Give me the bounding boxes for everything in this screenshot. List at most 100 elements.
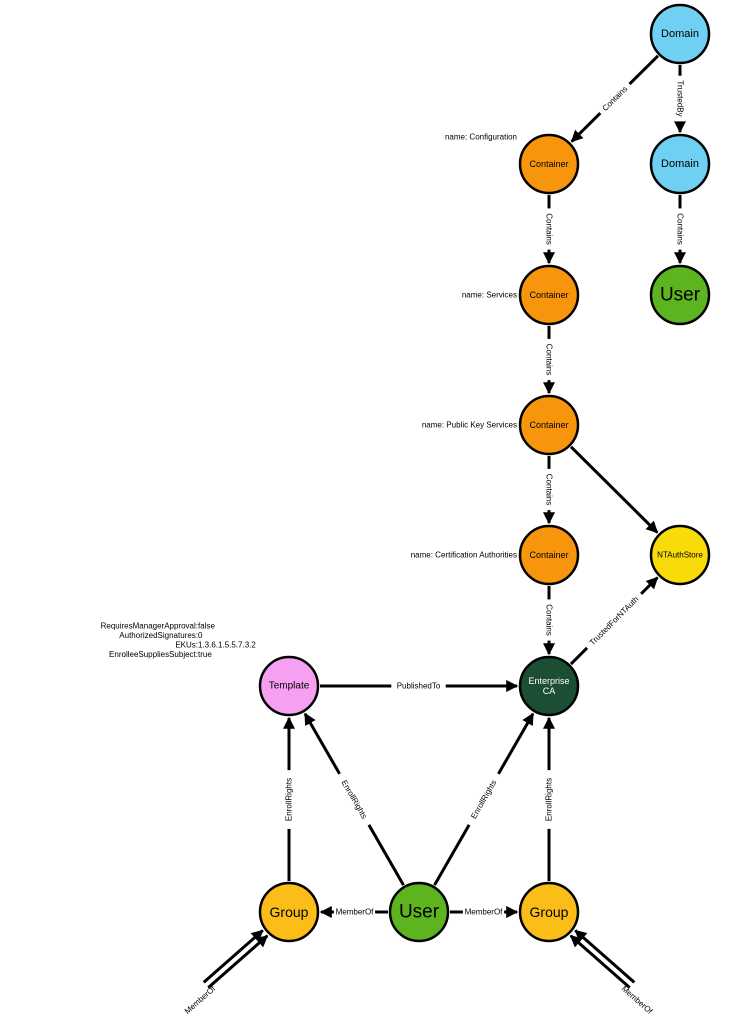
- template-property-value: false: [198, 622, 215, 631]
- edge-contains-5: Contains: [543, 456, 555, 525]
- template-property-key: AuthorizedSignatures:: [119, 631, 198, 640]
- edge-label-contains-background: [675, 208, 685, 250]
- node-user-foreign[interactable]: User: [649, 264, 711, 326]
- node-circle: [518, 881, 580, 943]
- node-group-right[interactable]: Group: [518, 881, 580, 943]
- template-property-value: true: [198, 650, 212, 659]
- edge-label-contains: Contains: [601, 84, 630, 113]
- edge-contains-3: Contains: [543, 195, 555, 265]
- node-label: Domain: [661, 158, 699, 170]
- template-property-key: EKUs:: [175, 641, 198, 650]
- node-group-left[interactable]: Group: [258, 881, 320, 943]
- edge-label-contains: Contains: [545, 474, 554, 506]
- edge-contains-4: Contains: [543, 326, 555, 395]
- node-ntauthstore[interactable]: NTAuthStore: [649, 524, 711, 586]
- edge-label-contains-background: [544, 338, 554, 381]
- node-label: Group: [270, 904, 309, 920]
- node-circle: [518, 394, 580, 456]
- edge-label-enrollrights: EnrollRights: [340, 778, 369, 820]
- node-label: Container: [529, 550, 568, 560]
- node-property-label: name: Public Key Services: [422, 421, 517, 430]
- properties-layer: name: Configuration name: Services name: P…: [101, 133, 517, 660]
- node-domain-root[interactable]: Domain: [649, 3, 711, 65]
- node-circle: [258, 881, 320, 943]
- node-circle: [518, 264, 580, 326]
- edge-enrollrights-10: EnrollRights: [283, 716, 295, 881]
- edge-label-memberof-background: [462, 907, 505, 917]
- edge-trustedby-1: TrustedBy: [674, 65, 686, 134]
- node-label: Container: [529, 290, 568, 300]
- node-container-configuration[interactable]: Container: [518, 133, 580, 195]
- node-circle: [258, 655, 320, 717]
- edge-enrollrights-11: EnrollRights: [303, 712, 405, 886]
- node-circle: [388, 881, 450, 943]
- edge-memberof-14: MemberOf: [319, 906, 388, 918]
- external-edge-memberof-1: MemberOf: [569, 929, 655, 1016]
- template-property-value: 1.3.6.1.5.5.7.3.2: [198, 641, 256, 650]
- edge-label-contains: Contains: [676, 213, 685, 245]
- node-circle: [518, 655, 580, 717]
- node-domain-trusted[interactable]: Domain: [649, 133, 711, 195]
- node-circle: [518, 133, 580, 195]
- node-label: Domain: [661, 28, 699, 40]
- node-container-ca[interactable]: Container: [518, 524, 580, 586]
- edge-label-contains: Contains: [545, 604, 554, 636]
- node-label: Enterprise: [528, 676, 569, 686]
- node-property-label: name: Certification Authorities: [411, 551, 517, 560]
- external-edge-label-memberof: MemberOf: [183, 984, 218, 1016]
- node-label: User: [399, 902, 440, 923]
- external-edge-line: [569, 934, 631, 989]
- edge-trustedforntauth-8: TrustedForNTAuth: [569, 576, 659, 666]
- nodes-layer: DomainDomainUserContainerContainerContai…: [258, 3, 711, 943]
- edge-label-contains: Contains: [545, 344, 554, 376]
- node-circle: [518, 524, 580, 586]
- node-label: NTAuthStore: [657, 551, 703, 560]
- external-edge-memberof-0: MemberOf: [183, 929, 269, 1016]
- edge-contains-0: Contains: [570, 54, 660, 143]
- node-label: Template: [269, 681, 310, 692]
- edge-label-contains-background: [544, 468, 554, 511]
- edge-link-6: [569, 445, 659, 534]
- edge-enrollrights-12: EnrollRights: [433, 712, 535, 886]
- edge-label-contains-background: [544, 208, 554, 250]
- edge-label-publishedto-background: [391, 681, 446, 691]
- edge-label-enrollrights-background: [335, 771, 374, 828]
- edge-label-enrollrights: EnrollRights: [545, 778, 554, 821]
- template-property-key: RequiresManagerApproval:: [101, 622, 198, 631]
- edge-publishedto-9: PublishedTo: [320, 680, 519, 692]
- edge-label-trustedforntauth: TrustedForNTAuth: [588, 595, 641, 648]
- edge-label-publishedto: PublishedTo: [397, 682, 441, 691]
- edge-memberof-15: MemberOf: [450, 906, 519, 918]
- node-container-pks[interactable]: Container: [518, 394, 580, 456]
- edge-label-enrollrights: EnrollRights: [469, 778, 498, 820]
- edge-label-enrollrights-background: [284, 770, 294, 829]
- external-edge-line: [207, 934, 269, 989]
- node-circle: [649, 133, 711, 195]
- edge-label-contains-background: [596, 80, 634, 117]
- node-property-label: name: Services: [462, 291, 517, 300]
- node-container-services[interactable]: Container: [518, 264, 580, 326]
- edge-label-enrollrights-background: [544, 770, 554, 829]
- edge-label-memberof: MemberOf: [336, 908, 375, 917]
- node-label: User: [660, 285, 701, 306]
- template-property-value: 0: [198, 631, 203, 640]
- edge-label-memberof-background: [333, 907, 376, 917]
- edge-label-contains-background: [544, 599, 554, 641]
- edge-label-enrollrights-background: [464, 771, 503, 828]
- edge-label-memberof: MemberOf: [465, 908, 504, 917]
- node-label: Group: [530, 904, 569, 920]
- external-edge-label-memberof: MemberOf: [620, 984, 655, 1016]
- node-user-main[interactable]: User: [388, 881, 450, 943]
- node-template[interactable]: Template: [258, 655, 320, 717]
- edge-contains-2: Contains: [674, 195, 686, 265]
- external-edge-line: [202, 929, 264, 984]
- node-circle: [649, 3, 711, 65]
- node-circle: [649, 264, 711, 326]
- node-circle: [649, 524, 711, 586]
- node-property-label: name: Configuration: [445, 133, 517, 142]
- edge-label-trustedby-background: [675, 75, 685, 122]
- node-label: Container: [529, 159, 568, 169]
